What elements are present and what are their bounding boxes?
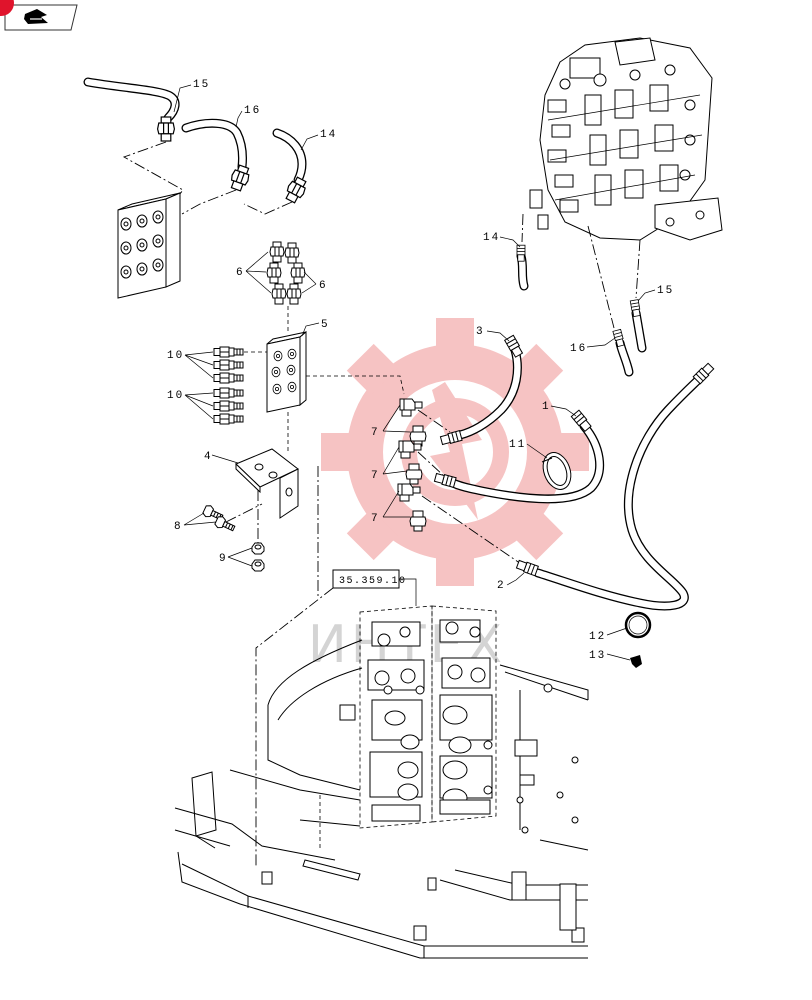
valve-block-5 <box>266 330 307 413</box>
fitting-hose-14-right <box>516 244 526 262</box>
fitting-hose-16 <box>227 163 253 193</box>
callout-2[interactable]: 2 <box>497 580 506 592</box>
leader-dash-lines <box>225 351 525 598</box>
callout-11[interactable]: 11 <box>509 439 526 451</box>
callout-14[interactable]: 14 <box>320 129 337 141</box>
notification-badge[interactable] <box>0 0 14 16</box>
fittings-10-group <box>213 346 244 425</box>
callout-1[interactable]: 1 <box>542 401 551 413</box>
leader-dash-lines <box>255 578 417 868</box>
nut-9 <box>251 542 265 555</box>
callout-8[interactable]: 8 <box>174 521 183 533</box>
hose-15-right <box>636 313 642 348</box>
bolt-8 <box>213 514 237 535</box>
callout-12[interactable]: 12 <box>589 631 606 643</box>
hose-15 <box>88 82 175 118</box>
fittings-6-group <box>266 241 306 305</box>
ring-12 <box>624 611 652 639</box>
reference-link-box[interactable]: 35.359.10 <box>332 569 407 589</box>
callout-10[interactable]: 10 <box>167 350 184 362</box>
return-arrow-icon <box>24 9 48 24</box>
hose-16-right <box>620 343 629 372</box>
callout-15[interactable]: 15 <box>193 79 210 91</box>
control-valve-assembly <box>340 605 497 829</box>
leader-dash-lines <box>521 213 641 329</box>
reference-link-text[interactable]: 35.359.10 <box>339 576 407 587</box>
callout-16[interactable]: 16 <box>570 343 587 355</box>
main-control-valve <box>529 37 723 241</box>
clamp-11 <box>541 452 572 490</box>
callout-14[interactable]: 14 <box>483 232 500 244</box>
fitting-hose-14 <box>282 174 310 206</box>
callout-leader-lines <box>173 84 656 661</box>
nut-9 <box>251 559 265 572</box>
bracket-4 <box>235 448 299 519</box>
hose-2-fitting <box>692 362 715 385</box>
callout-10[interactable]: 10 <box>167 390 184 402</box>
fitting-hose-15 <box>157 116 175 142</box>
hose-14 <box>277 133 302 180</box>
callout-5[interactable]: 5 <box>321 319 330 331</box>
callout-16[interactable]: 16 <box>244 105 261 117</box>
callout-13[interactable]: 13 <box>589 650 606 662</box>
watermark-gear-logo <box>321 318 589 586</box>
machine-frame <box>174 639 589 959</box>
callout-6[interactable]: 6 <box>236 267 245 279</box>
callout-labels: 15 16 14 6 6 5 10 10 4 7 7 7 3 1 11 2 8 … <box>167 79 674 662</box>
hose-16 <box>186 123 242 167</box>
callout-3[interactable]: 3 <box>476 326 485 338</box>
callout-7[interactable]: 7 <box>371 427 380 439</box>
clip-13 <box>630 655 642 668</box>
hose-2 <box>538 380 698 606</box>
callout-6[interactable]: 6 <box>319 280 328 292</box>
hose-3-fitting <box>504 334 524 359</box>
manifold-block <box>117 192 181 299</box>
hose-2-fitting <box>515 559 539 577</box>
callout-7[interactable]: 7 <box>371 470 380 482</box>
callout-15[interactable]: 15 <box>657 285 674 297</box>
callout-4[interactable]: 4 <box>204 451 213 463</box>
back-button[interactable] <box>4 4 78 31</box>
callout-7[interactable]: 7 <box>371 513 380 525</box>
callout-9[interactable]: 9 <box>219 553 228 565</box>
